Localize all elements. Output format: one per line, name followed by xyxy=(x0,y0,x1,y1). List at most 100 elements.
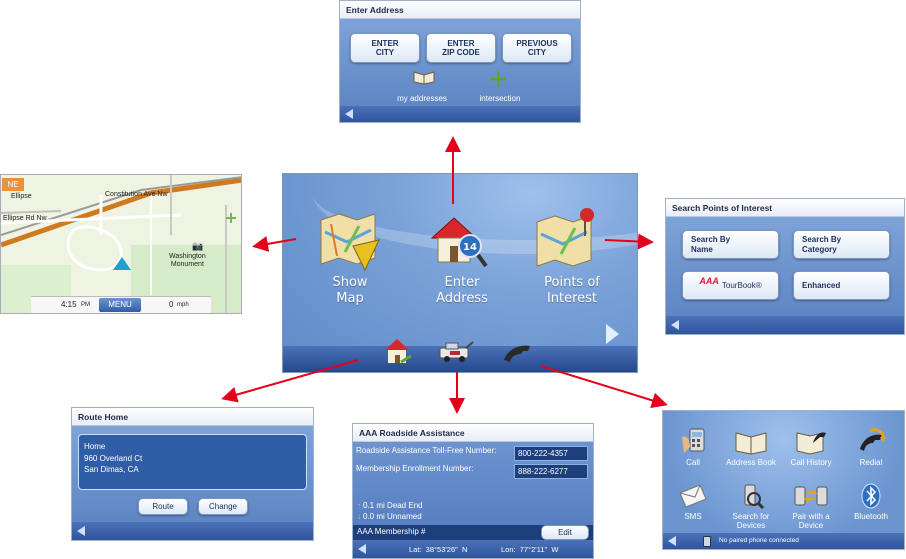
sms-item[interactable]: SMS xyxy=(663,483,723,522)
bluetooth-item[interactable]: Bluetooth xyxy=(841,483,901,522)
pair-device-item[interactable]: Pair with a Device xyxy=(781,483,841,531)
address-line: 960 Overland Ct xyxy=(84,453,143,463)
edit-button[interactable]: Edit xyxy=(541,525,589,540)
roadside-assistance-icon[interactable] xyxy=(438,340,474,364)
back-arrow-icon[interactable] xyxy=(345,109,353,119)
camera-icon: 📷 xyxy=(192,242,204,252)
search-devices-item[interactable]: Search for Devices xyxy=(721,483,781,531)
panel-body: Search By Name Search By Category AAA To… xyxy=(666,217,904,316)
clock-ampm: PM xyxy=(81,302,90,308)
next-turn-2: ↓0.0 mi Unnamed xyxy=(357,512,422,521)
svg-text:14: 14 xyxy=(463,242,477,253)
menu-button[interactable]: MENU xyxy=(99,298,141,312)
route-button[interactable]: Route xyxy=(138,498,188,515)
aaa-logo-icon: AAA xyxy=(699,276,719,287)
phone-status-bar: No paired phone connected xyxy=(663,533,904,549)
my-addresses-label[interactable]: my addresses xyxy=(397,94,447,103)
row-value[interactable]: 800-222-4357 xyxy=(514,446,588,461)
panel-title: Enter Address xyxy=(340,1,580,19)
map-status-bar: 4:15 PM MENU 0 mph xyxy=(31,296,211,313)
plus-icon xyxy=(226,213,236,223)
call-history-item[interactable]: Call History xyxy=(781,427,841,468)
sms-envelope-icon xyxy=(679,484,707,508)
points-of-interest-icon[interactable] xyxy=(533,206,601,270)
enter-address-icon[interactable]: 14 xyxy=(428,212,488,270)
bluetooth-label: Bluetooth xyxy=(854,512,888,521)
redial-icon xyxy=(860,428,886,451)
street-label: Ellipse xyxy=(11,193,32,200)
home-address-box[interactable]: Home 960 Overland Ct San Dimas, CA xyxy=(78,434,307,490)
membership-label: AAA Membership # xyxy=(357,527,426,536)
tourbook-label: TourBook® xyxy=(721,280,762,290)
sms-label: SMS xyxy=(684,512,702,521)
enter-address-panel: Enter Address ENTER CITY ENTER ZIP CODE … xyxy=(339,0,581,123)
speed-value: 0 xyxy=(169,300,174,309)
enter-address-label[interactable]: Enter Address xyxy=(436,275,488,307)
panel-footer xyxy=(340,106,580,122)
route-home-panel: Route Home Home 960 Overland Ct San Dima… xyxy=(71,407,314,541)
search-by-category-button[interactable]: Search By Category xyxy=(793,230,890,259)
call-history-label: Call History xyxy=(790,458,832,467)
down-arrow-icon: ↓ xyxy=(357,512,361,521)
address-book-label: Address Book xyxy=(726,458,776,467)
map-view[interactable]: NE Ellipse Constitution Ave Nw Ellipse R… xyxy=(0,174,242,314)
row-value[interactable]: 888-222-6277 xyxy=(514,464,588,479)
intersection-label[interactable]: intersection xyxy=(479,94,521,103)
phone-menu-panel: Call Address Book Call History Redial SM… xyxy=(662,410,905,550)
points-of-interest-label[interactable]: Points of Interest xyxy=(544,275,600,307)
address-line: Home xyxy=(84,442,106,451)
call-history-icon xyxy=(796,432,826,455)
my-addresses-icon[interactable] xyxy=(413,69,435,85)
intersection-icon[interactable] xyxy=(490,71,506,87)
main-menu-screen: Show Map 14 Enter Address Points of Inte… xyxy=(282,173,638,373)
call-label: Call xyxy=(686,458,700,467)
phone-icon[interactable] xyxy=(501,342,533,364)
street-label: Constitution Ave Nw xyxy=(105,191,168,198)
enter-city-button[interactable]: ENTER CITY xyxy=(350,33,420,63)
search-by-name-button[interactable]: Search By Name xyxy=(682,230,779,259)
phone-status-icon xyxy=(703,536,711,547)
row-label: Roadside Assistance Toll-Free Number: xyxy=(356,446,497,455)
back-arrow-icon[interactable] xyxy=(358,544,366,554)
address-line: San Dimas, CA xyxy=(84,465,139,475)
address-book-icon xyxy=(735,432,767,455)
street-label: Ellipse Rd Nw xyxy=(3,215,47,222)
next-page-arrow-icon[interactable] xyxy=(606,324,619,344)
panel-body: Roadside Assistance Toll-Free Number: 80… xyxy=(353,442,593,558)
bluetooth-icon xyxy=(861,483,881,509)
previous-city-button[interactable]: PREVIOUS CITY xyxy=(502,33,572,63)
longitude: Lon: 77°2'11" W xyxy=(501,545,559,554)
call-item[interactable]: Call xyxy=(663,427,723,468)
panel-body: ENTER CITY ENTER ZIP CODE PREVIOUS CITY … xyxy=(340,19,580,106)
panel-title: Route Home xyxy=(72,408,313,426)
coords-bar: Lat: 38°53'26" N Lon: 77°2'11" W xyxy=(353,540,593,558)
panel-footer xyxy=(72,522,313,540)
speed-unit: mph xyxy=(177,302,189,308)
redial-item[interactable]: Redial xyxy=(841,427,901,468)
change-button[interactable]: Change xyxy=(198,498,248,515)
info-row: Membership Enrollment Number: 888-222-62… xyxy=(356,464,590,479)
compass-badge[interactable]: NE xyxy=(2,178,24,191)
show-map-icon[interactable] xyxy=(317,212,381,272)
poi-label: Washington Monument xyxy=(169,253,206,268)
vehicle-position-icon xyxy=(113,257,131,270)
enter-zip-code-button[interactable]: ENTER ZIP CODE xyxy=(426,33,496,63)
show-map-label[interactable]: Show Map xyxy=(332,275,368,307)
panel-body: Home 960 Overland Ct San Dimas, CA Route… xyxy=(72,426,313,522)
search-devices-icon xyxy=(744,484,765,510)
back-arrow-icon[interactable] xyxy=(77,526,85,536)
search-poi-panel: Search Points of Interest Search By Name… xyxy=(665,198,905,335)
latitude: Lat: 38°53'26" N xyxy=(409,545,468,554)
redial-label: Redial xyxy=(859,458,883,467)
back-arrow-icon[interactable] xyxy=(668,536,676,546)
membership-row: AAA Membership # Edit xyxy=(353,525,593,540)
panel-title: Search Points of Interest xyxy=(666,199,904,217)
panel-footer xyxy=(666,316,904,334)
search-devices-label: Search for Devices xyxy=(732,512,770,530)
address-book-item[interactable]: Address Book xyxy=(721,427,781,468)
back-arrow-icon[interactable] xyxy=(671,320,679,330)
main-bottom-bar xyxy=(283,339,637,372)
route-home-icon[interactable] xyxy=(383,336,413,366)
tourbook-button[interactable]: AAA TourBook® xyxy=(682,271,779,300)
enhanced-button[interactable]: Enhanced xyxy=(793,271,890,300)
